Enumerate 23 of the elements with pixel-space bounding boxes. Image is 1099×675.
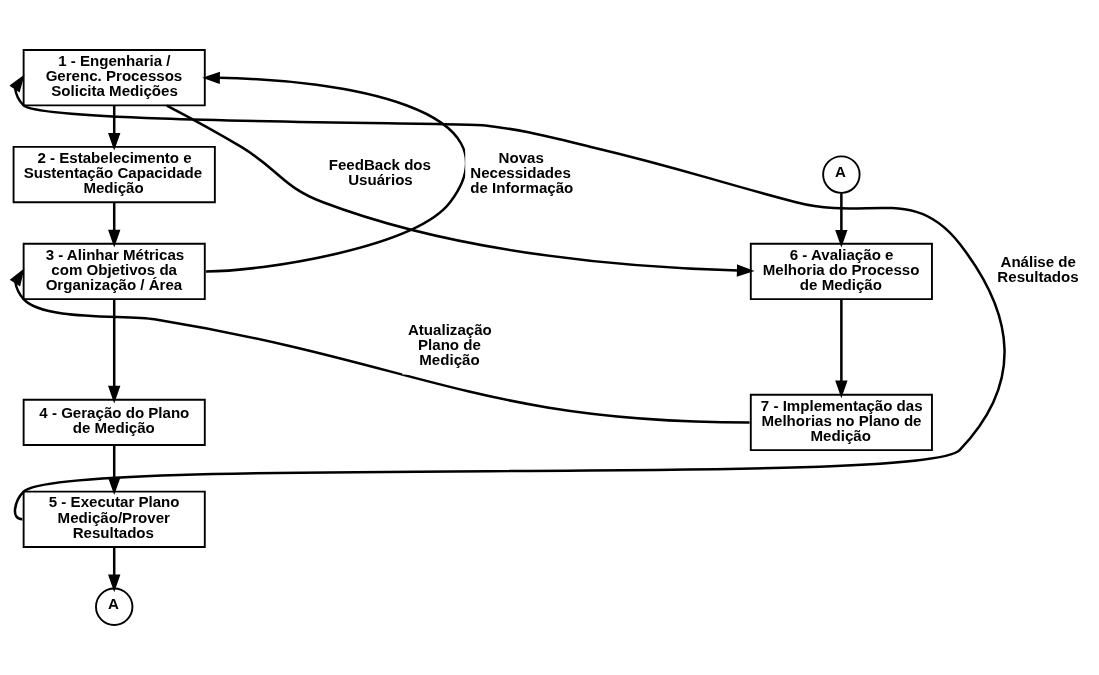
node-box: 6 - Avaliação e Melhoria do Processo de Medição <box>749 242 933 301</box>
arrow <box>108 299 121 404</box>
arrow <box>166 104 755 277</box>
arrow <box>108 547 121 593</box>
arrow <box>9 268 750 424</box>
node-box: 3 - Alinhar Métricas com Objetivos da Organização / Área <box>22 242 206 301</box>
edge-label: Atualização Plano de Medição <box>407 321 492 369</box>
arrow <box>202 71 467 273</box>
node-box: 4 - Geração do Plano de Medição <box>22 398 206 446</box>
arrow <box>108 445 121 496</box>
arrow <box>835 299 848 399</box>
edge-label: Análise de Resultados <box>997 253 1079 286</box>
node-circle: A <box>95 587 134 626</box>
arrow <box>108 202 121 248</box>
edge-label: Novas Necessidades de Informação <box>470 148 574 196</box>
node-box: 5 - Executar Plano Medição/Prover Resultados <box>22 490 206 548</box>
arrow <box>108 105 121 151</box>
node-box: 7 - Implementação das Melhorias no Plano de Medição <box>749 393 933 452</box>
arrow <box>835 193 848 248</box>
node-circle: A <box>822 155 861 194</box>
node-box: 1 - Engenharia / Gerenc. Processos Solicita Medições <box>22 49 206 107</box>
edge-label: FeedBack dos Usuários <box>328 156 431 189</box>
node-box: 2 - Estabelecimento e Sustentação Capacidade Medição <box>12 145 216 204</box>
